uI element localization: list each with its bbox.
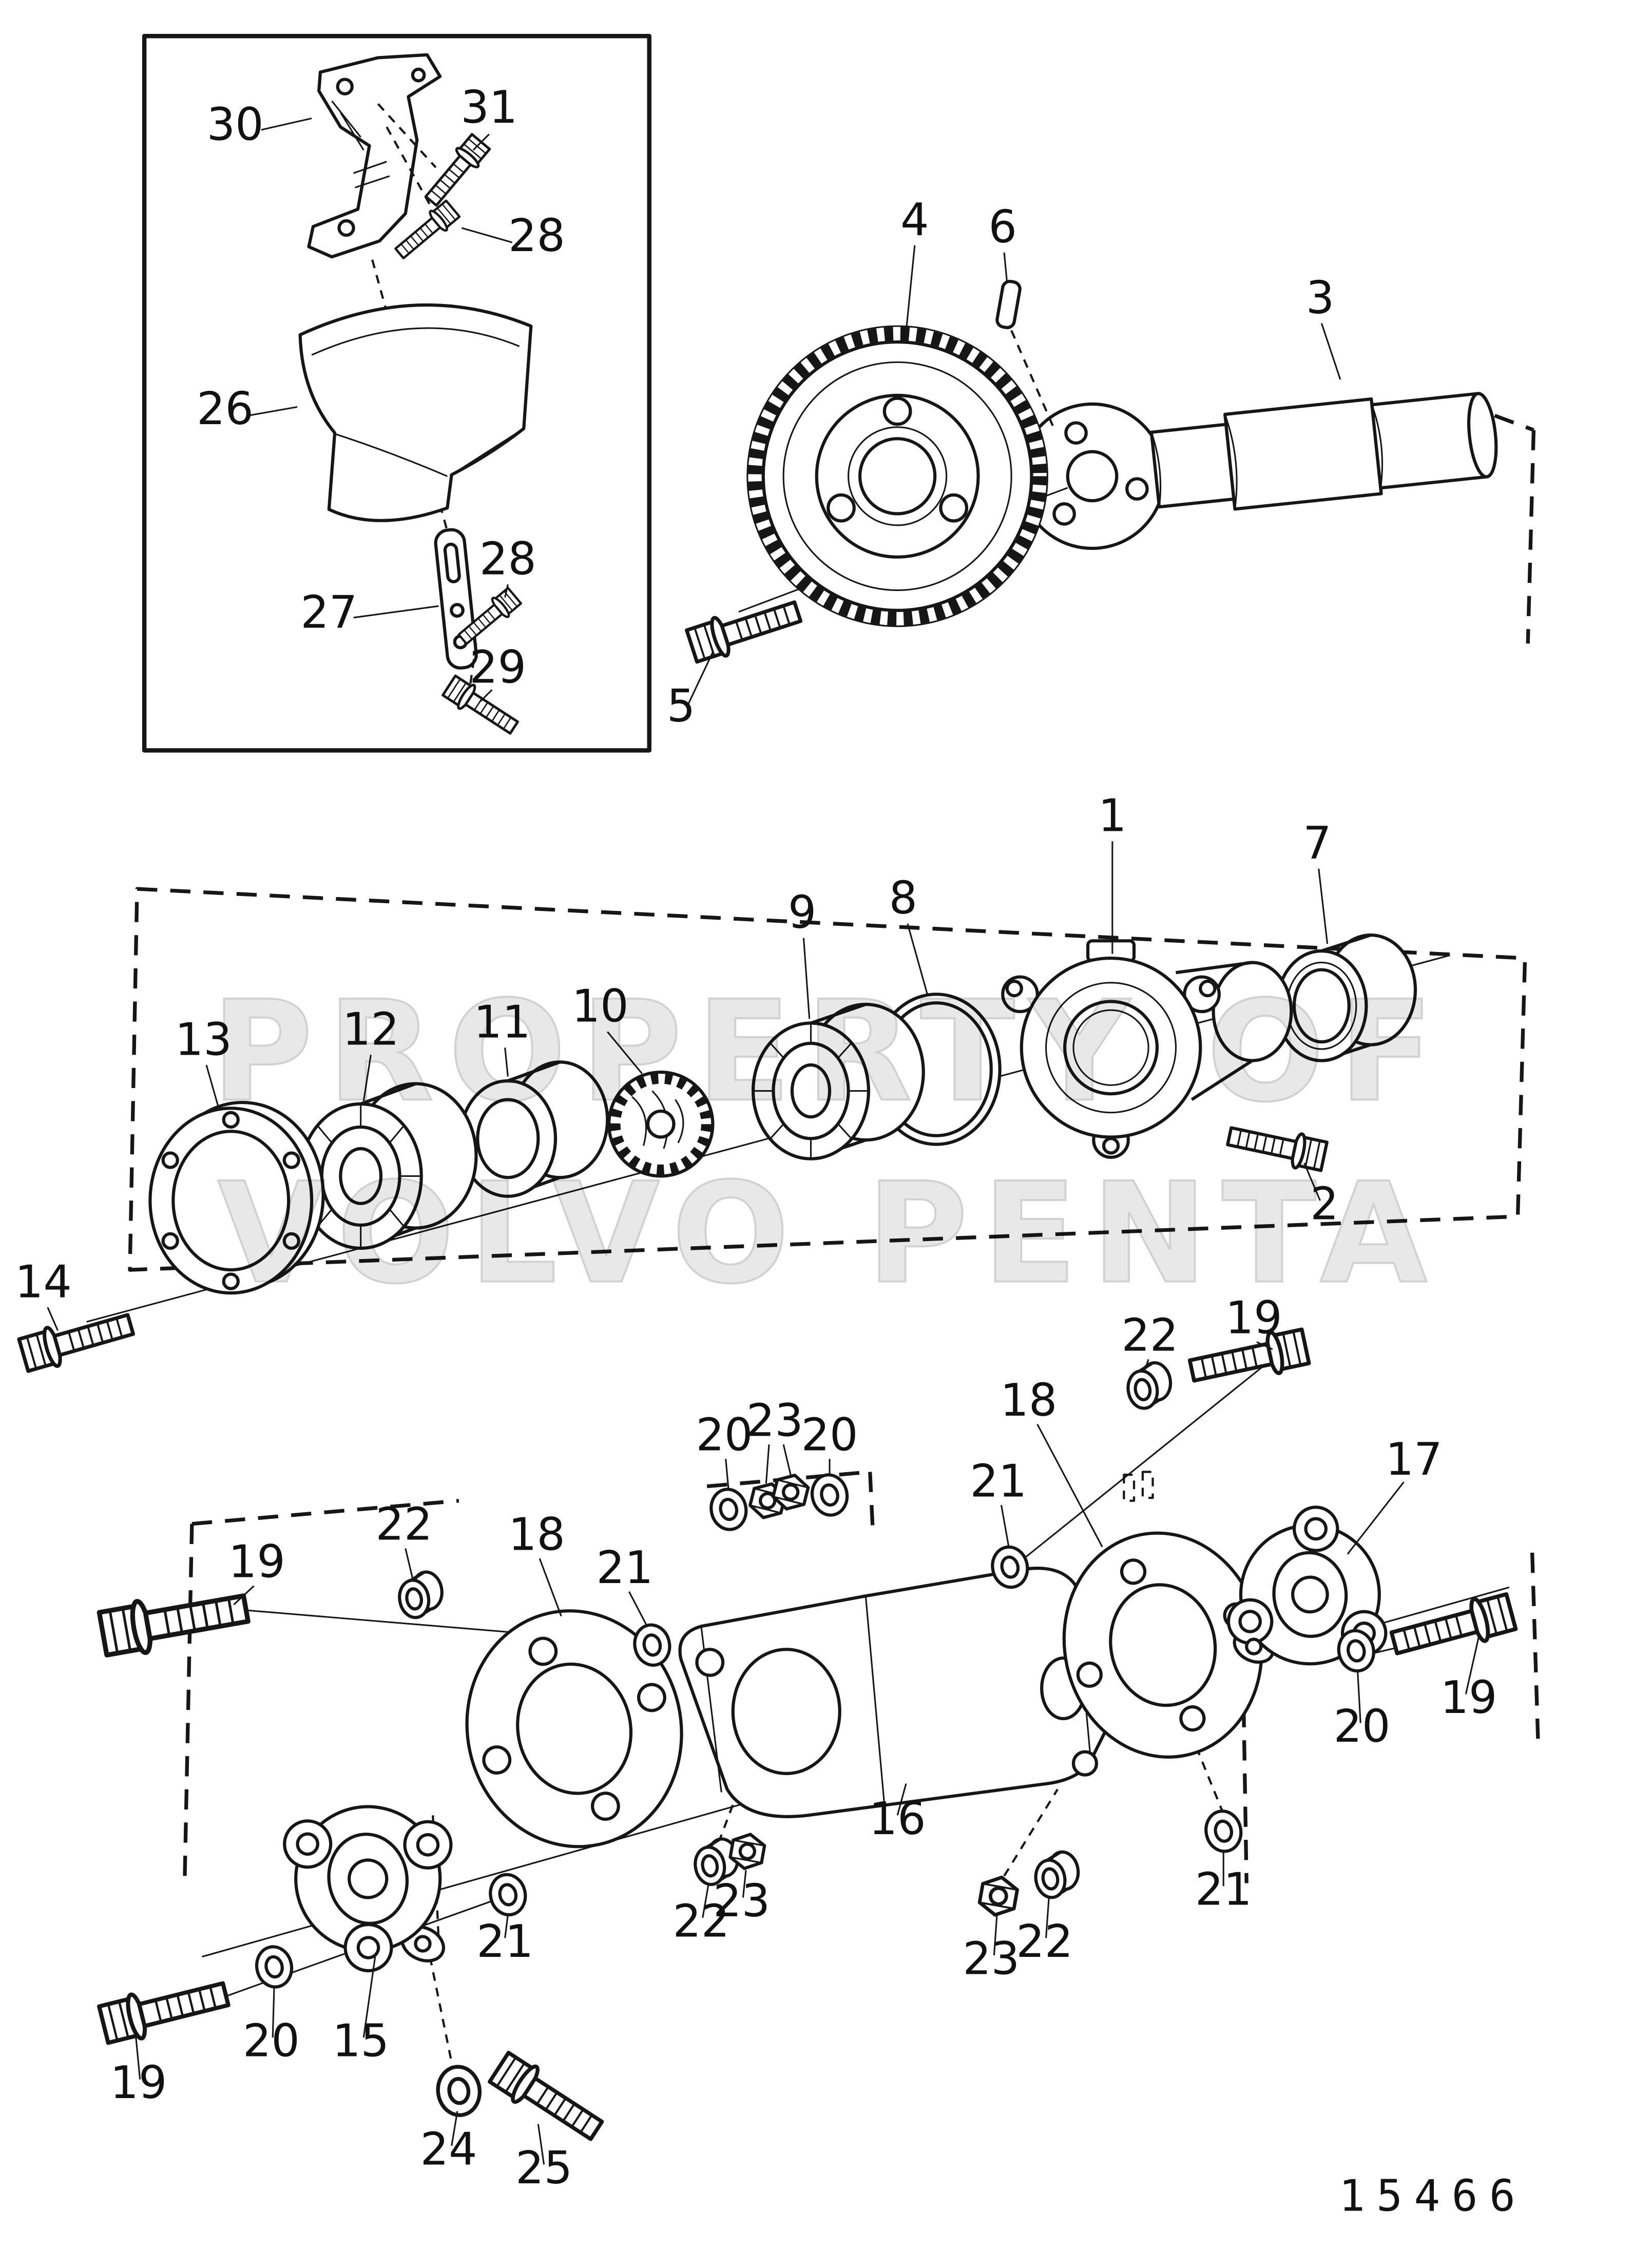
callout-31: 31	[460, 81, 517, 134]
inset-border	[142, 34, 651, 753]
part-10-coupling	[607, 1070, 715, 1178]
part-18-flange-1	[465, 1609, 683, 1849]
callout-19-b: 19	[228, 1536, 285, 1588]
callouts: 30 31 28 26 27 28 29 4 6 3 5 1 7 9 8 10 …	[15, 81, 1497, 2194]
part-31-bolt	[420, 133, 491, 210]
callout-5: 5	[667, 680, 695, 732]
callout-20-b: 20	[801, 1408, 858, 1461]
callout-2: 2	[1310, 1178, 1338, 1230]
leader-lines	[47, 117, 1480, 2165]
callout-17: 17	[1386, 1433, 1443, 1485]
part-17-yoke	[1226, 1506, 1388, 1666]
middle-panel-dashed	[128, 887, 1527, 1272]
callout-14: 14	[15, 1255, 72, 1308]
callout-26: 26	[197, 383, 254, 435]
callout-25: 25	[515, 2142, 572, 2194]
callout-3: 3	[1306, 272, 1334, 324]
callout-21-b: 21	[970, 1455, 1027, 1507]
callout-15: 15	[332, 2015, 389, 2067]
document-number: 15466	[1339, 2170, 1527, 2221]
callout-27: 27	[300, 586, 357, 638]
part-21-washer-3	[1202, 1808, 1244, 1855]
panel-corner-dashed	[1494, 413, 1536, 644]
part-22-bushing-4	[1032, 1850, 1082, 1900]
callout-21-a: 21	[597, 1541, 654, 1594]
callout-23-c: 23	[713, 1875, 770, 1927]
middle-assembly-group	[18, 887, 1527, 1374]
watermark-line-1: PROPERTY OF	[212, 971, 1448, 1132]
callout-1: 1	[1098, 790, 1126, 842]
callout-20-a: 20	[696, 1408, 753, 1461]
part-4-gear	[746, 325, 1048, 627]
callout-24: 24	[420, 2123, 477, 2175]
part-6-pin	[995, 279, 1022, 330]
part-20-washer-1	[707, 1486, 750, 1533]
callout-19-c: 19	[1440, 1671, 1497, 1724]
callout-20-d: 20	[243, 2015, 300, 2067]
callout-22-b: 22	[376, 1498, 433, 1551]
part-9-bearing	[751, 1002, 925, 1160]
callout-9: 9	[788, 886, 816, 939]
callout-29: 29	[469, 641, 526, 693]
part-1-housing	[1001, 939, 1293, 1159]
part-3-shaft	[1018, 392, 1498, 550]
inset-bracket-group	[142, 34, 651, 753]
part-23-nut-4	[978, 1874, 1019, 1918]
callout-28-a: 28	[508, 209, 565, 262]
part-15-yoke	[283, 1805, 453, 1973]
part-25-bolt	[488, 2050, 608, 2148]
part-24-washer	[435, 2064, 483, 2118]
callout-22-d: 22	[1016, 1915, 1073, 1968]
callout-19-d: 19	[110, 2056, 167, 2109]
part-12-bearing	[298, 1082, 478, 1250]
callout-18-b: 18	[508, 1508, 565, 1560]
part-16-bracket	[678, 1567, 1120, 1818]
callout-6: 6	[989, 201, 1017, 253]
part-5-bolt	[686, 593, 804, 665]
watermark: PROPERTY OF VOLVO PENTA	[210, 970, 1448, 1315]
callout-28-b: 28	[479, 533, 536, 585]
callout-13: 13	[175, 1013, 232, 1065]
callout-20-c: 20	[1334, 1700, 1391, 1752]
part-22-bushing-2	[1124, 1361, 1175, 1411]
callout-12: 12	[342, 1003, 399, 1056]
callout-7: 7	[1303, 817, 1331, 869]
callout-22-c: 22	[673, 1895, 729, 1947]
part-26-shield	[298, 303, 533, 522]
bottom-assembly-group	[98, 1326, 1540, 2148]
callout-21-d: 21	[1195, 1863, 1252, 1916]
callout-30: 30	[207, 99, 264, 151]
part-22-bushing-1	[396, 1570, 446, 1620]
callout-21-c: 21	[476, 1915, 533, 1968]
part-13-gasket	[148, 1100, 325, 1295]
part-21-washer-4	[487, 1871, 529, 1918]
callout-8: 8	[889, 872, 917, 924]
callout-10: 10	[572, 980, 629, 1033]
watermark-line-2: VOLVO PENTA	[218, 1153, 1442, 1315]
callout-23-a: 23	[746, 1394, 803, 1446]
callout-18-a: 18	[1000, 1374, 1057, 1426]
part-7-seal	[1275, 933, 1417, 1062]
callout-23-b: 23	[963, 1933, 1020, 1985]
callout-22-a: 22	[1121, 1309, 1178, 1361]
part-19-bolt-4	[98, 1972, 231, 2046]
callout-4: 4	[900, 194, 929, 246]
callout-16: 16	[869, 1793, 926, 1845]
callout-19-a: 19	[1225, 1292, 1282, 1344]
part-19-bolt-1	[99, 1583, 251, 1660]
part-20-washer-4	[253, 1944, 295, 1990]
part-30-bracket	[307, 53, 442, 259]
callout-11: 11	[474, 996, 531, 1049]
part-19-bolt-3	[1389, 1591, 1516, 1664]
gear-shaft-group	[686, 279, 1536, 665]
part-14-bolt	[18, 1305, 136, 1374]
